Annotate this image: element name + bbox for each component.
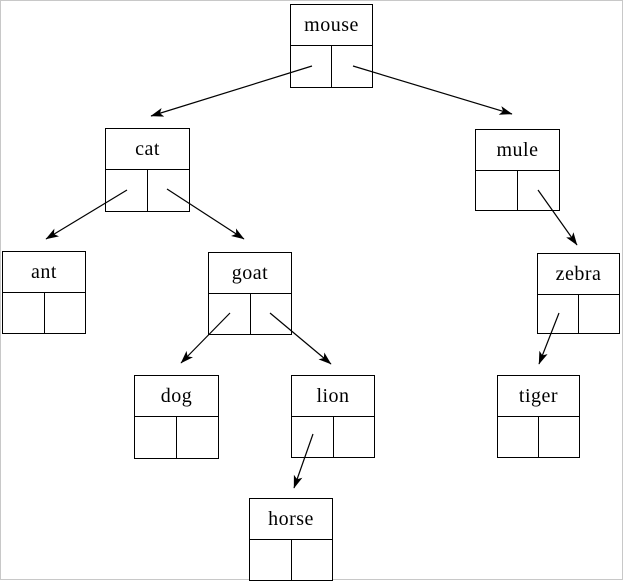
- node-label: goat: [209, 253, 291, 294]
- node-label: horse: [250, 499, 332, 540]
- left-pointer-cell: [209, 294, 251, 334]
- right-pointer-cell: [45, 293, 86, 333]
- left-pointer-cell: [135, 417, 177, 458]
- pointer-cells: [476, 171, 559, 210]
- pointer-cells: [250, 540, 332, 580]
- right-pointer-cell: [334, 417, 375, 457]
- left-pointer-cell: [476, 171, 518, 210]
- tree-node-dog: dog: [134, 375, 219, 459]
- left-pointer-cell: [538, 295, 579, 333]
- left-pointer-cell: [106, 170, 148, 211]
- right-pointer-cell: [292, 540, 333, 580]
- right-pointer-cell: [251, 294, 292, 334]
- right-pointer-cell: [148, 170, 189, 211]
- left-pointer-cell: [250, 540, 292, 580]
- right-pointer-cell: [539, 417, 579, 457]
- tree-node-ant: ant: [2, 251, 86, 334]
- right-pointer-cell: [332, 46, 372, 87]
- node-label: zebra: [538, 254, 619, 295]
- tree-node-zebra: zebra: [537, 253, 620, 334]
- node-label: mule: [476, 130, 559, 171]
- tree-node-horse: horse: [249, 498, 333, 581]
- tree-node-mouse: mouse: [290, 4, 373, 88]
- pointer-cells: [3, 293, 85, 333]
- left-pointer-cell: [291, 46, 332, 87]
- node-label: cat: [106, 129, 189, 170]
- pointer-cells: [135, 417, 218, 458]
- right-pointer-cell: [518, 171, 559, 210]
- pointer-cells: [538, 295, 619, 333]
- tree-node-mule: mule: [475, 129, 560, 211]
- node-label: ant: [3, 252, 85, 293]
- edge-mouse-right-to-mule: [352, 65, 513, 115]
- node-label: tiger: [498, 376, 579, 417]
- left-pointer-cell: [292, 417, 334, 457]
- node-label: lion: [292, 376, 374, 417]
- pointer-cells: [292, 417, 374, 457]
- left-pointer-cell: [498, 417, 539, 457]
- node-label: dog: [135, 376, 218, 417]
- tree-node-tiger: tiger: [497, 375, 580, 458]
- edge-mouse-left-to-cat: [150, 65, 313, 117]
- pointer-cells: [209, 294, 291, 334]
- right-pointer-cell: [579, 295, 619, 333]
- tree-node-lion: lion: [291, 375, 375, 458]
- left-pointer-cell: [3, 293, 45, 333]
- right-pointer-cell: [177, 417, 218, 458]
- tree-node-cat: cat: [105, 128, 190, 212]
- pointer-cells: [106, 170, 189, 211]
- tree-node-goat: goat: [208, 252, 292, 335]
- pointer-cells: [498, 417, 579, 457]
- node-label: mouse: [291, 5, 372, 46]
- pointer-cells: [291, 46, 372, 87]
